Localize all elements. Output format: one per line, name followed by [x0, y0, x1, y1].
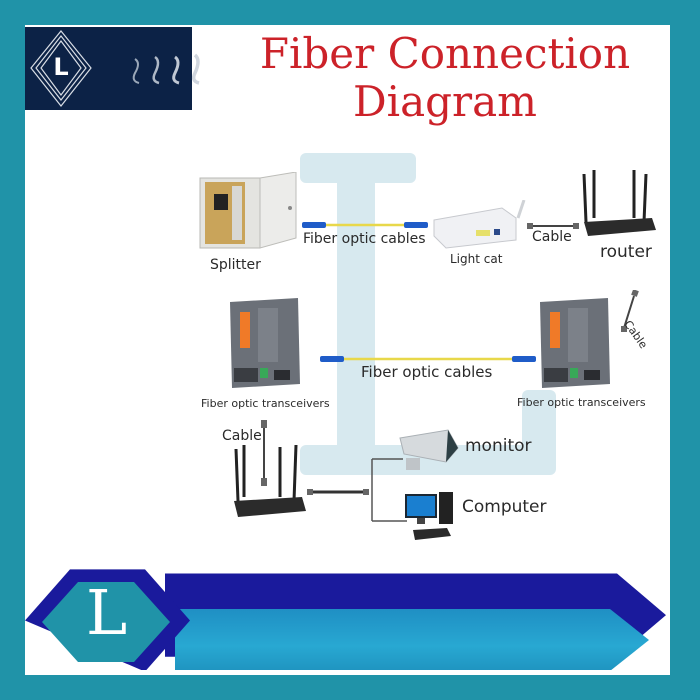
router-top-label: router — [600, 242, 652, 262]
light-cat-label: Light cat — [450, 252, 503, 266]
fiber-cable-mid-icon — [320, 356, 536, 362]
router-bottom-icon — [234, 445, 306, 517]
logo-badge: L — [25, 27, 200, 110]
monitor-label: monitor — [465, 436, 532, 456]
fiber-cable-top-label: Fiber optic cables — [303, 231, 426, 247]
page-title: Fiber Connection Diagram — [210, 30, 680, 126]
title-line-1: Fiber Connection — [259, 29, 631, 78]
splitter-label: Splitter — [210, 257, 261, 273]
branch-connection-lines — [307, 458, 407, 522]
calligraphy-icon — [132, 53, 200, 85]
ethernet-cable-bottom-icon — [261, 420, 267, 486]
bottom-banner — [25, 569, 666, 670]
title-line-2: Diagram — [353, 77, 537, 126]
modem-icon — [433, 200, 526, 249]
watermark-i-right — [522, 390, 556, 470]
cctv-camera-icon — [399, 429, 459, 470]
computer-label: Computer — [462, 497, 547, 517]
diamond-logo-icon — [30, 30, 92, 107]
splitter-cabinet-icon — [199, 172, 297, 249]
fiber-cable-top-icon — [302, 222, 428, 228]
cable-bottom-label: Cable — [222, 428, 262, 444]
ethernet-cable-top-icon — [527, 223, 579, 229]
cable-top-label: Cable — [532, 229, 572, 245]
transceiver-left-label: Fiber optic transceivers — [201, 397, 330, 410]
ethernet-cable-right-icon — [621, 290, 639, 332]
logo-letter: L — [53, 53, 69, 81]
computer-icon — [405, 492, 453, 540]
fiber-cable-mid-label: Fiber optic cables — [361, 363, 493, 381]
banner-letter: L — [86, 576, 128, 649]
router-top-icon — [582, 170, 656, 236]
watermark-i-top — [300, 153, 416, 183]
transceiver-left-icon — [230, 298, 300, 388]
transceiver-right-icon — [540, 298, 610, 388]
transceiver-right-label: Fiber optic transceivers — [517, 396, 646, 409]
